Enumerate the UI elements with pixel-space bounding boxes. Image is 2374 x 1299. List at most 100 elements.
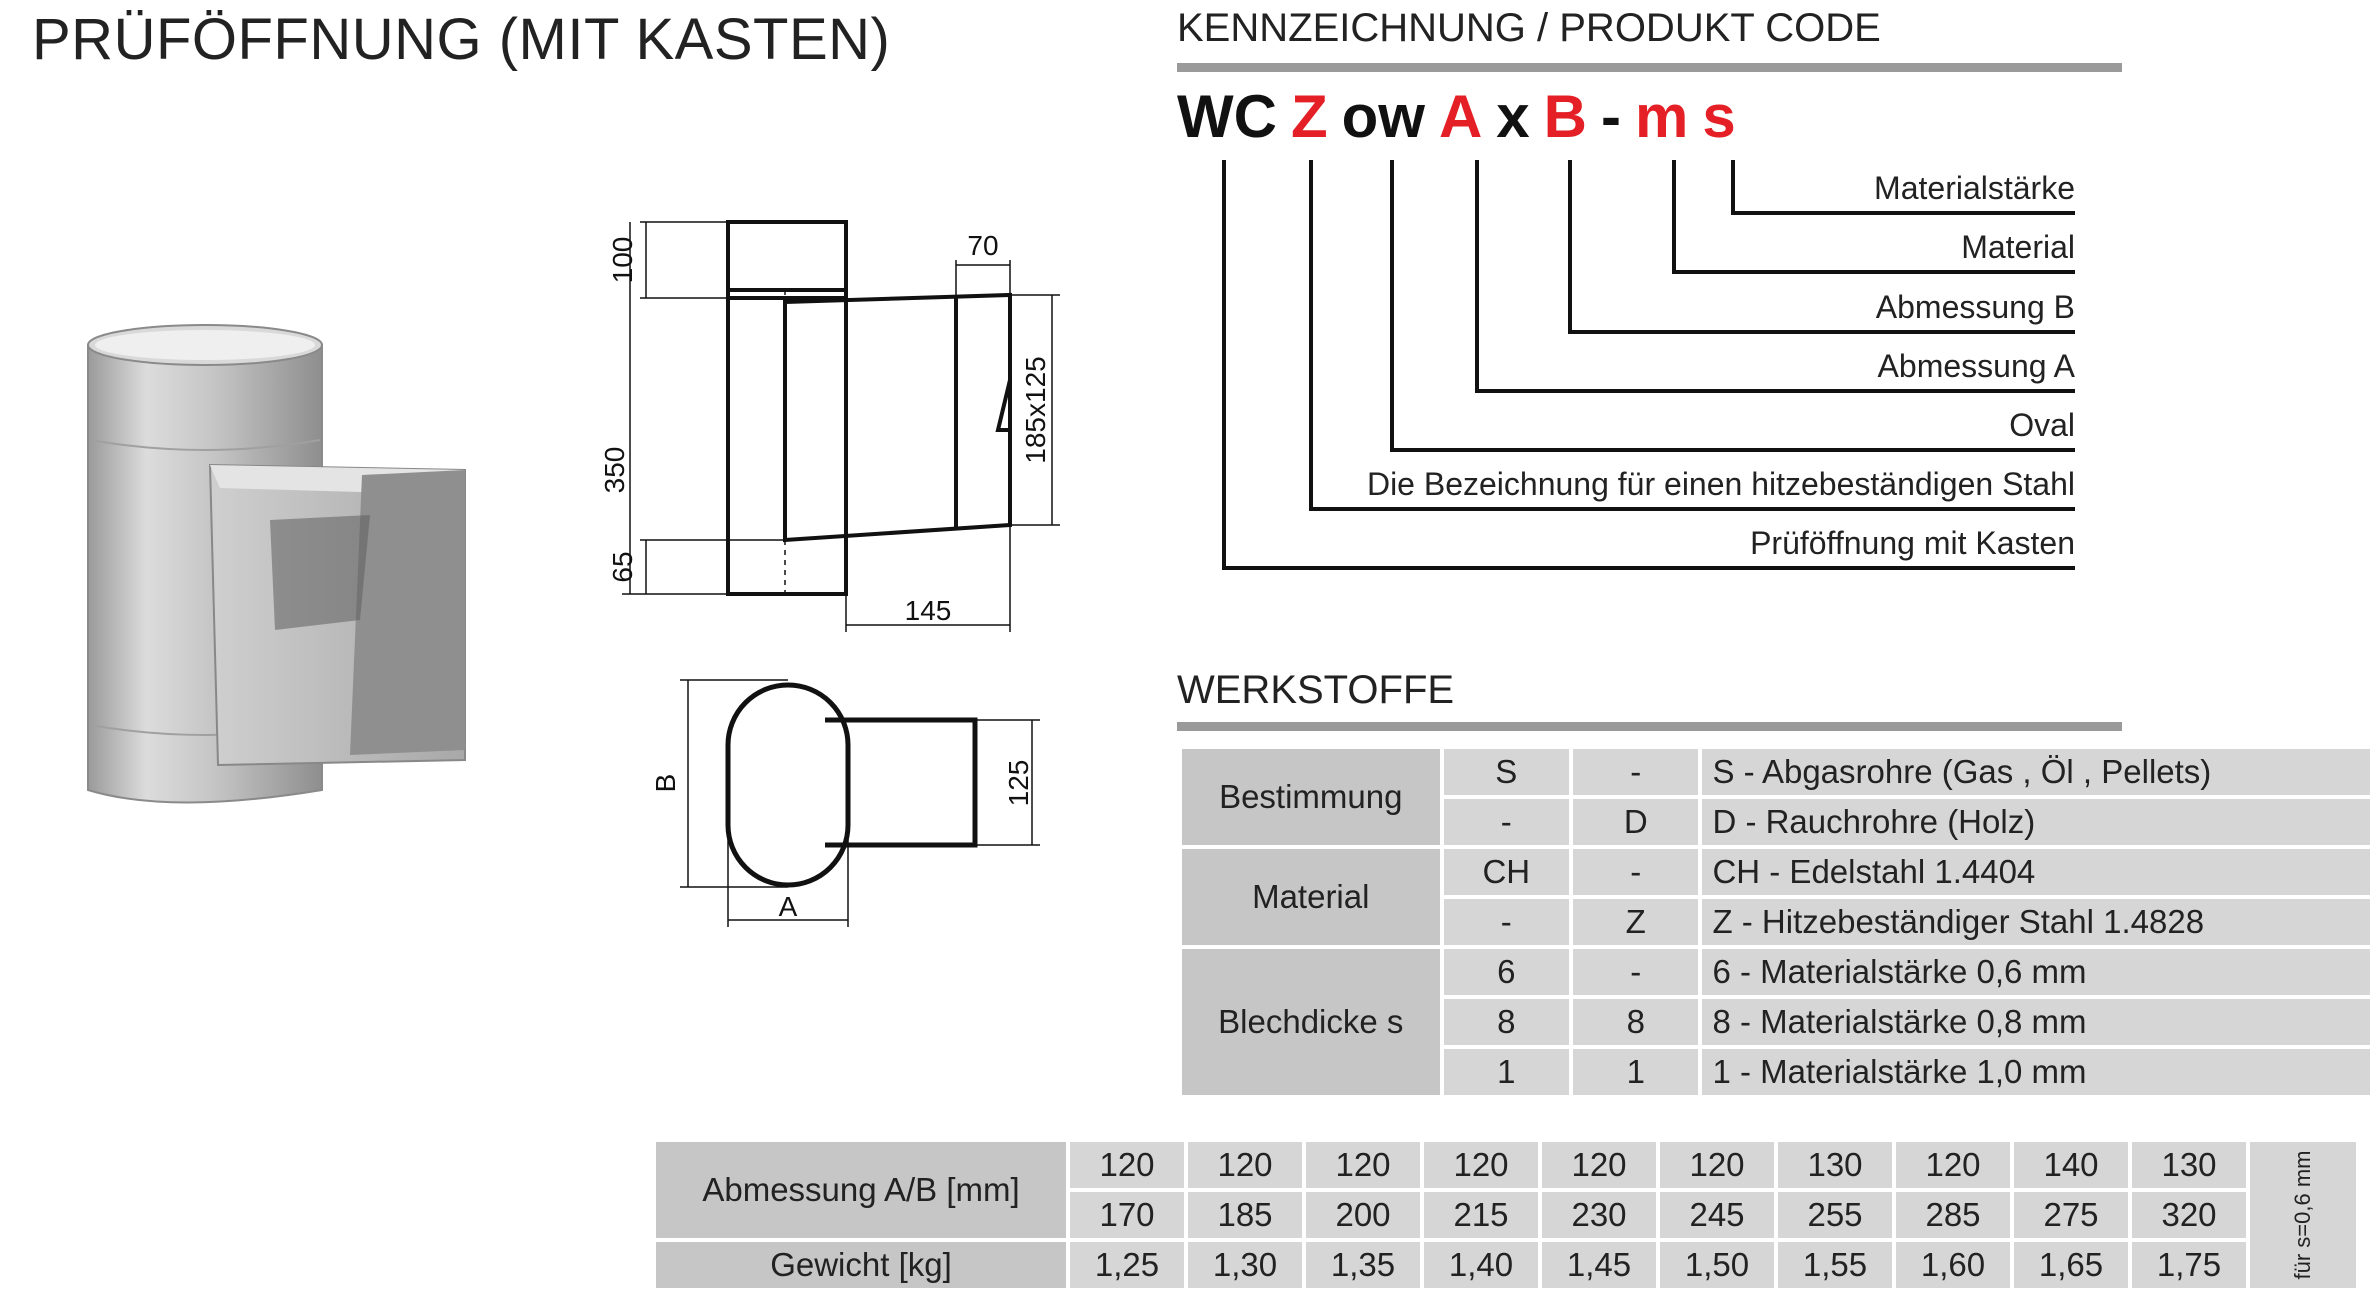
table-row: Material CH - CH - Edelstahl 1.4404 — [1182, 849, 2370, 945]
legend-pruefoeffnung: Prüföffnung mit Kasten — [1750, 525, 2075, 561]
b-value-cell: 170 — [1070, 1192, 1184, 1238]
a-value-cell: 120 — [1896, 1142, 2010, 1188]
weight-cell: 1,35 — [1306, 1242, 1420, 1288]
weight-cell: 1,75 — [2132, 1242, 2246, 1288]
code-cell: - — [1443, 899, 1570, 945]
weight-cell: 1,50 — [1660, 1242, 1774, 1288]
b-value-cell: 200 — [1306, 1192, 1420, 1238]
b-value-cell: 215 — [1424, 1192, 1538, 1238]
a-value-cell: 120 — [1070, 1142, 1184, 1188]
dim-65: 65 — [607, 551, 638, 582]
a-value-cell: 120 — [1188, 1142, 1302, 1188]
table-row: Gewicht [kg] 1,25 1,30 1,35 1,40 1,45 1,… — [656, 1242, 2356, 1288]
dimensions-table: Abmessung A/B [mm] 120 120 120 120 120 1… — [652, 1138, 2360, 1292]
table-row: 8 8 8 - Materialstärke 0,8 mm — [1182, 999, 2370, 1045]
dim-B: B — [650, 774, 681, 793]
code-cell: 8 — [1443, 999, 1570, 1045]
code-cell: D — [1573, 799, 1699, 845]
code-cell: 1 — [1443, 1049, 1570, 1095]
table-row: - Z Z - Hitzebeständiger Stahl 1.4828 — [1182, 899, 2370, 945]
page-title: PRÜFÖFFNUNG (MIT KASTEN) — [32, 7, 891, 72]
code-cell: S — [1443, 749, 1570, 795]
top-view-drawing: B 125 A — [650, 679, 1040, 927]
b-value-cell: 255 — [1778, 1192, 1892, 1238]
legend-abmessung-a: Abmessung A — [1877, 348, 2075, 384]
description-cell: CH - Edelstahl 1.4404 — [1702, 849, 2370, 895]
weight-label: Gewicht [kg] — [656, 1242, 1066, 1288]
weight-cell: 1,25 — [1070, 1242, 1184, 1288]
weight-cell: 1,30 — [1188, 1242, 1302, 1288]
weight-cell: 1,45 — [1542, 1242, 1656, 1288]
code-heading-rule — [1177, 63, 2122, 72]
table-row: Blechdicke s 6 - 6 - Materialstärke 0,6 … — [1182, 949, 2370, 1095]
table-row: - D D - Rauchrohre (Holz) — [1182, 799, 2370, 845]
description-cell: D - Rauchrohre (Holz) — [1702, 799, 2370, 845]
code-part-s: s — [1702, 83, 1736, 150]
legend-materialstaerke: Materialstärke — [1874, 170, 2075, 206]
legend-hitzebestaendiger-stahl: Die Bezeichnung für einen hitzebeständig… — [1366, 466, 2075, 502]
a-value-cell: 130 — [2132, 1142, 2246, 1188]
code-cell: 8 — [1573, 999, 1699, 1045]
category-cell: Material — [1182, 849, 1440, 945]
code-cell: Z — [1573, 899, 1699, 945]
table-row: Abmessung A/B [mm] 120 120 120 120 120 1… — [656, 1142, 2356, 1288]
a-value-cell: 120 — [1306, 1142, 1420, 1188]
code-cell: 6 — [1443, 949, 1570, 995]
code-part-b: B — [1543, 83, 1588, 150]
code-part-a: A — [1438, 83, 1483, 150]
a-value-cell: 140 — [2014, 1142, 2128, 1188]
thickness-note-cell: für s=0,6 mm — [2250, 1142, 2356, 1288]
weight-cell: 1,55 — [1778, 1242, 1892, 1288]
code-cell: - — [1573, 949, 1699, 995]
code-section-heading: KENNZEICHNUNG / PRODUKT CODE — [1177, 6, 1881, 50]
table-row: 170 185 200 215 230 245 255 285 275 320 — [656, 1192, 2356, 1238]
code-part-x: x — [1496, 83, 1530, 150]
description-cell: 6 - Materialstärke 0,6 mm — [1702, 949, 2370, 995]
b-value-cell: 230 — [1542, 1192, 1656, 1238]
table-row: 1 1 1 - Materialstärke 1,0 mm — [1182, 1049, 2370, 1095]
dim-A: A — [779, 891, 798, 922]
b-value-cell: 285 — [1896, 1192, 2010, 1238]
legend-material: Material — [1961, 229, 2075, 265]
description-cell: Z - Hitzebeständiger Stahl 1.4828 — [1702, 899, 2370, 945]
dim-145: 145 — [905, 595, 952, 626]
code-cell: - — [1443, 799, 1570, 845]
b-value-cell: 185 — [1188, 1192, 1302, 1238]
product-photo — [87, 324, 466, 804]
thickness-note: für s=0,6 mm — [2290, 1150, 2315, 1280]
b-value-cell: 275 — [2014, 1192, 2128, 1238]
weight-cell: 1,60 — [1896, 1242, 2010, 1288]
code-cell: - — [1573, 849, 1699, 895]
dim-185x125: 185x125 — [1020, 356, 1051, 463]
description-cell: 1 - Materialstärke 1,0 mm — [1702, 1049, 2370, 1095]
legend-oval: Oval — [2009, 407, 2075, 443]
a-value-cell: 130 — [1778, 1142, 1892, 1188]
dim-70: 70 — [967, 230, 998, 261]
description-cell: 8 - Materialstärke 0,8 mm — [1702, 999, 2370, 1045]
code-part-ow: ow — [1341, 83, 1425, 150]
b-value-cell: 320 — [2132, 1192, 2246, 1238]
dimensions-label: Abmessung A/B [mm] — [656, 1142, 1066, 1238]
code-part-z: Z — [1290, 83, 1328, 150]
side-view-drawing: 100 350 65 70 185x125 145 — [600, 220, 1060, 632]
category-cell: Blechdicke s — [1182, 949, 1440, 1095]
dim-350: 350 — [600, 447, 630, 494]
weight-cell: 1,65 — [2014, 1242, 2128, 1288]
code-part-m: m — [1635, 83, 1689, 150]
code-part-dash: - — [1601, 83, 1621, 150]
code-cell: CH — [1443, 849, 1570, 895]
description-cell: S - Abgasrohre (Gas , Öl , Pellets) — [1702, 749, 2370, 795]
a-value-cell: 120 — [1660, 1142, 1774, 1188]
a-value-cell: 120 — [1542, 1142, 1656, 1188]
werkstoffe-heading: WERKSTOFFE — [1177, 668, 1455, 712]
werkstoffe-table: Bestimmung S - S - Abgasrohre (Gas , Öl … — [1178, 745, 2374, 1099]
code-part-wc: WC — [1177, 83, 1277, 150]
code-cell: 1 — [1573, 1049, 1699, 1095]
table-row: Bestimmung S - S - Abgasrohre (Gas , Öl … — [1182, 749, 2370, 845]
weight-cell: 1,40 — [1424, 1242, 1538, 1288]
legend-abmessung-b: Abmessung B — [1875, 289, 2075, 325]
a-value-cell: 120 — [1424, 1142, 1538, 1188]
category-cell: Bestimmung — [1182, 749, 1440, 845]
